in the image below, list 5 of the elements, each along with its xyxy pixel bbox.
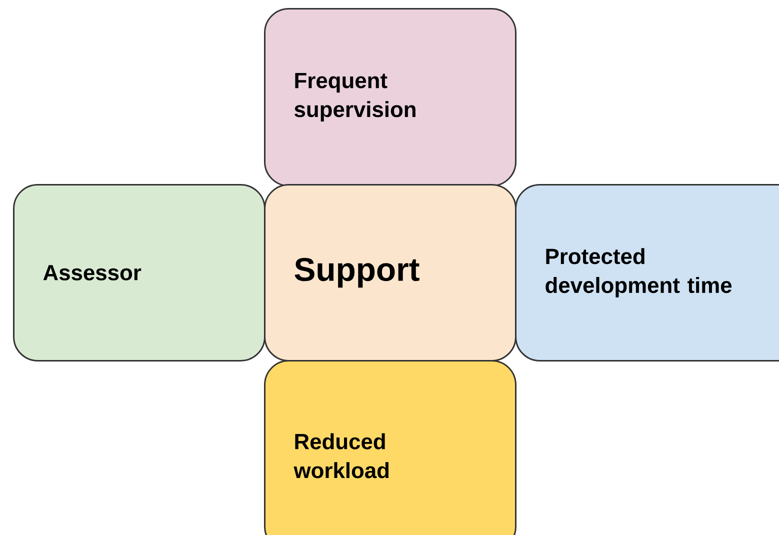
text-box: Reduced workload	[264, 360, 516, 535]
text-box: Support	[264, 184, 516, 362]
text-box: Assessor	[13, 184, 266, 362]
text-box: Frequent supervision	[264, 8, 516, 186]
text-box: Protected development time	[515, 184, 779, 362]
